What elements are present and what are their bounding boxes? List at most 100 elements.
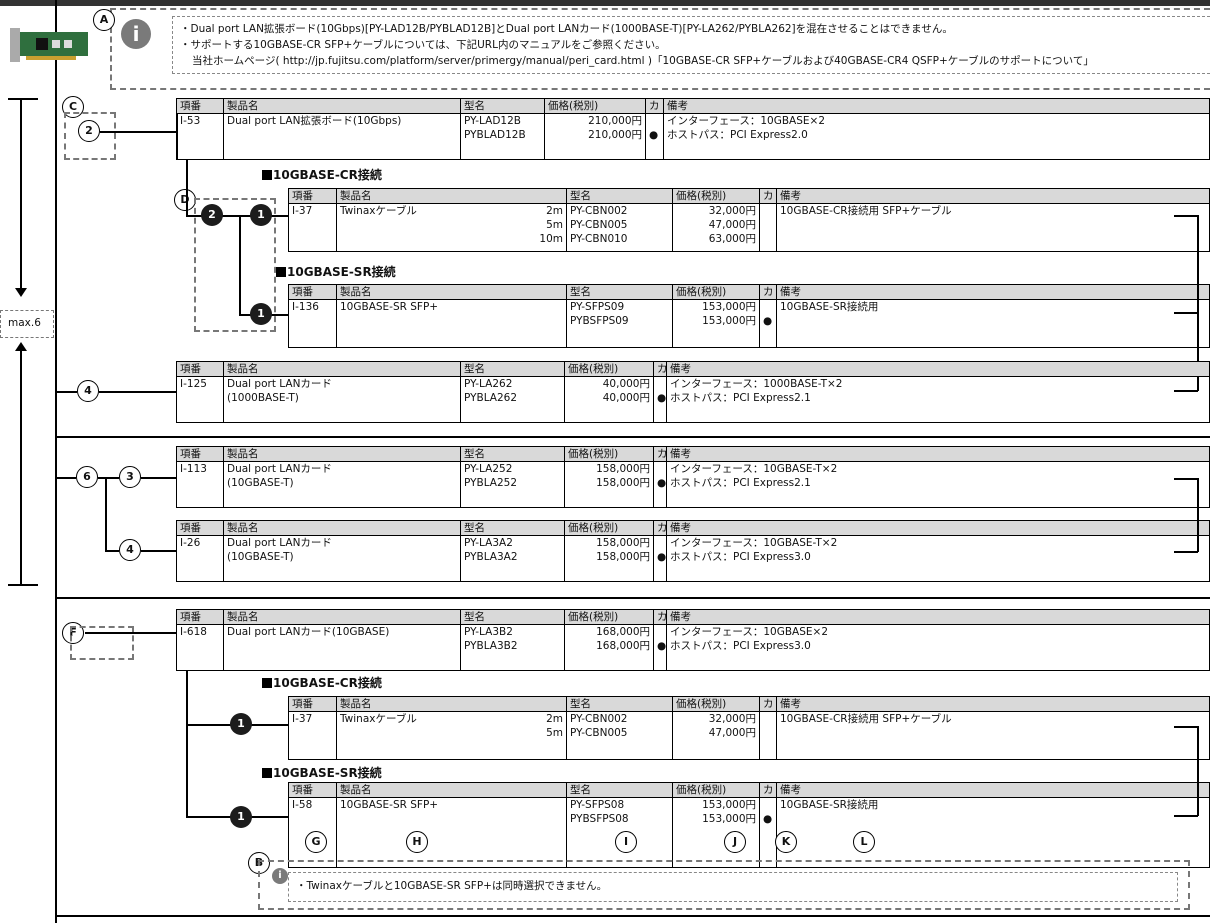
- divider-1: [55, 436, 1210, 438]
- lan-card-image: [10, 28, 88, 62]
- conn-line: [105, 550, 119, 552]
- label-i: I: [615, 831, 637, 853]
- cell-ka: ●: [653, 624, 667, 671]
- slot-2-dot: 2: [201, 204, 223, 226]
- slot-f-box: [70, 626, 134, 660]
- conn-line: [105, 477, 107, 551]
- cell-name: Dual port LAN拡張ボード(10Gbps): [223, 113, 461, 160]
- arrow-shaft-top: [20, 98, 22, 294]
- slot-6-circle: 6: [76, 466, 98, 488]
- slot-4-circle: 4: [119, 539, 141, 561]
- info-icon: i: [121, 19, 151, 49]
- table-i26: 項番製品名型名価格(税別)カ備考 I-26 Dual port LANカード(1…: [176, 520, 1210, 582]
- section-cr-title: 10GBASE-CR接続: [262, 166, 382, 183]
- arrow-shaft-bottom: [20, 350, 22, 584]
- note-a-line-1: ・Dual port LAN拡張ボード(10Gbps)[PY-LAD12B/PY…: [180, 23, 953, 35]
- divider-2: [55, 597, 1210, 599]
- slot-1-dot: 1: [230, 806, 252, 828]
- cell-ka: ●: [653, 461, 667, 508]
- slot-c-box: [64, 112, 116, 160]
- conn-line: [1174, 215, 1198, 217]
- cell-name: 10GBASE-SR SFP+: [336, 299, 567, 348]
- info-icon: i: [272, 868, 288, 884]
- slot-1-dot: 1: [250, 303, 272, 325]
- note-b-inner: [288, 872, 1178, 902]
- cell-no: I-618: [176, 624, 224, 671]
- cell-name: 10GBASE-SR SFP+: [336, 797, 567, 868]
- arrow-cap-bottom: [8, 584, 38, 586]
- table-i113: 項番製品名型名価格(税別)カ備考 I-113 Dual port LANカード(…: [176, 446, 1210, 508]
- hdr-price: 価格(税別): [544, 98, 646, 114]
- conn-line: [141, 477, 176, 479]
- frame-left-line: [55, 0, 57, 923]
- note-a-line-2: ・サポートする10GBASE-CR SFP+ケーブルについては、下記URL内のマ…: [180, 39, 666, 51]
- conn-line: [1174, 478, 1198, 480]
- label-g: G: [305, 831, 327, 853]
- conn-line: [55, 391, 77, 393]
- max-text: max.6: [8, 317, 41, 329]
- arrow-down-icon: [15, 288, 27, 297]
- cell-ka: ●: [653, 376, 667, 423]
- hdr-name: 製品名: [223, 98, 461, 114]
- conn-line: [1174, 551, 1198, 553]
- label-h: H: [406, 831, 428, 853]
- slot-1-dot: 1: [230, 713, 252, 735]
- table-i125: 項番製品名型名価格(税別)カ備考 I-125 Dual port LANカード(…: [176, 361, 1210, 423]
- table-i58: 項番製品名型名価格(税別)カ備考 I-58 10GBASE-SR SFP+ PY…: [288, 782, 1210, 868]
- slot-4-circle: 4: [77, 380, 99, 402]
- label-l: L: [853, 831, 875, 853]
- note-a-line-3: 当社ホームページ( http://jp.fujitsu.com/platform…: [192, 55, 1094, 67]
- conn-line: [186, 215, 288, 217]
- cell-no: I-53: [176, 113, 224, 160]
- section-cr-title: 10GBASE-CR接続: [262, 674, 382, 691]
- note-a-box: [110, 8, 1210, 90]
- section-sr-title: 10GBASE-SR接続: [262, 764, 382, 781]
- conn-line: [1197, 726, 1199, 816]
- label-a: A: [93, 9, 115, 31]
- cell-remarks: 10GBASE-SR接続用: [776, 299, 1210, 348]
- label-j: J: [724, 831, 746, 853]
- slot-3-circle: 3: [119, 466, 141, 488]
- cell-no: I-113: [176, 461, 224, 508]
- hdr-model: 型名: [460, 98, 545, 114]
- label-d: D: [174, 189, 196, 211]
- section-sr-title: 10GBASE-SR接続: [276, 263, 396, 280]
- top-bar: [0, 0, 1210, 6]
- conn-line: [100, 131, 176, 133]
- slot-2-circle: 2: [78, 120, 100, 142]
- divider-3: [55, 915, 1210, 917]
- cell-name: Dual port LANカード(10GBASE): [223, 624, 461, 671]
- conn-line: [55, 477, 76, 479]
- conn-line: [1174, 312, 1198, 314]
- arrow-up-icon: [15, 342, 27, 351]
- cell-no: I-37: [288, 711, 337, 760]
- cell-no: I-26: [176, 535, 224, 582]
- conn-line: [99, 391, 176, 393]
- table-i53: 項番製品名型名価格(税別)カ備考 I-53 Dual port LAN拡張ボード…: [176, 98, 1210, 160]
- slot-1-dot: 1: [250, 204, 272, 226]
- cell-remarks: 10GBASE-CR接続用 SFP+ケーブル: [776, 203, 1210, 252]
- cell-ka: ●: [645, 113, 664, 160]
- conn-line: [1174, 726, 1198, 728]
- hdr-ka: カ: [645, 98, 664, 114]
- cell-no: I-136: [288, 299, 337, 348]
- cell-no: I-125: [176, 376, 224, 423]
- cell-name: Dual port LANカード(10GBASE-T): [223, 535, 461, 582]
